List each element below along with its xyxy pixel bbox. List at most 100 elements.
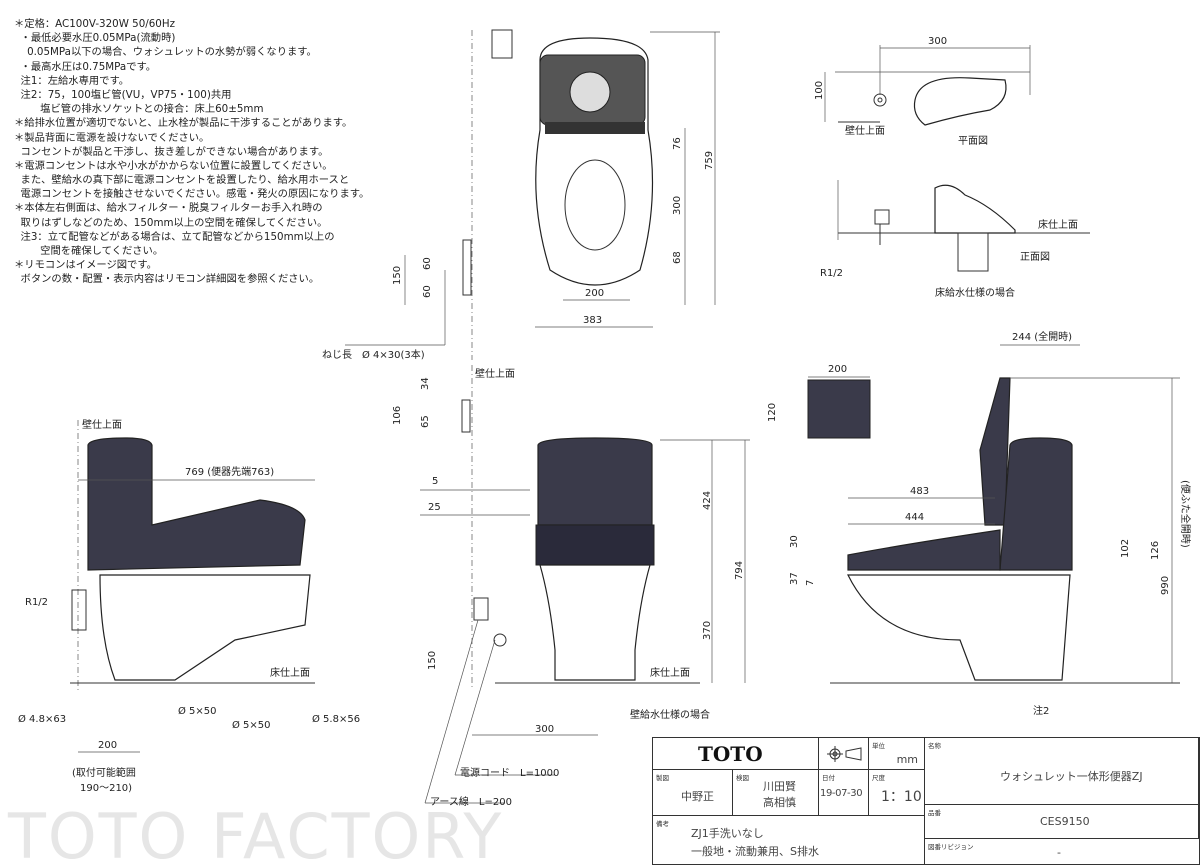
dim-794: 794 [734, 561, 745, 580]
right-side-view: 244 (全開時) 200 120 483 444 30 37 7 102 12… [767, 330, 1192, 717]
dim-424: 424 [702, 491, 713, 510]
checked-by-1: 川田賢 [763, 780, 796, 793]
top-view: 759 76 300 68 200 383 150 60 60 ねじ長 Ø 4×… [322, 29, 720, 361]
floor-label: 床仕上面 [1038, 218, 1078, 231]
checked-label: 検図 [736, 774, 749, 782]
dim-370: 370 [702, 621, 713, 640]
note-line: ＊本体左右側面は、給水フィルター・脱臭フィルターお手入れ時の [14, 202, 323, 215]
drawn-by: 中野正 [681, 790, 714, 803]
wall-supply-caption: 壁給水仕様の場合 [630, 708, 710, 721]
plan-view-title: 平面図 [958, 135, 988, 147]
dim-150-top: 150 [392, 266, 403, 285]
dim-126: 126 [1150, 541, 1161, 560]
dim-244: 244 (全開時) [1012, 330, 1072, 343]
floor-label-front: 床仕上面 [650, 666, 690, 679]
remarks-2: 一般地・流動兼用、S排水 [691, 845, 819, 858]
dim-102: 102 [1120, 539, 1131, 558]
date-value: 19-07-30 [820, 788, 863, 799]
revision-value: - [1057, 846, 1061, 859]
revision-label: 図番リビジョン [928, 843, 974, 851]
range-label-1: (取付可能範囲 [72, 766, 136, 779]
remarks-1: ZJ1手洗いなし [691, 827, 764, 840]
wall-label-left: 壁仕上面 [82, 418, 122, 431]
dim-7: 7 [805, 580, 816, 586]
date-label: 日付 [822, 774, 835, 782]
watermark: TOTO FACTORY [7, 800, 503, 864]
part-number: CES9150 [1040, 815, 1090, 828]
note-line: ＊定格：AC100V-320W 50/60Hz [14, 18, 175, 30]
logo-cell: TOTO [653, 738, 819, 770]
note-line: 空間を確保してください。 [14, 245, 164, 257]
checked-by-2: 高相慎 [763, 796, 796, 809]
dim-34: 34 [420, 377, 431, 390]
r12-label: R1/2 [820, 268, 843, 279]
hole-5x50-a: Ø 5×50 [178, 705, 217, 717]
earth-wire-label: アース線 L=200 [430, 795, 512, 808]
dim-106: 106 [392, 406, 403, 425]
note-line: ＊リモコンはイメージ図です。 [14, 259, 157, 272]
note-line: 0.05MPa以下の場合、ウォシュレットの水勢が弱くなります。 [14, 46, 317, 59]
drawn-label: 製図 [656, 774, 669, 782]
r12-left: R1/2 [25, 597, 48, 608]
notes-block: ＊定格：AC100V-320W 50/60Hz ・最低必要水圧0.05MPa(流… [14, 17, 369, 287]
note-line: 電源コンセントを接触させないでください。感電・発火の原因になります。 [14, 188, 370, 201]
dim-483: 483 [910, 486, 929, 497]
dim-300-top: 300 [672, 196, 683, 215]
left-side-view: 壁仕上面 769 (便器先端763) R1/2 床仕上面 Ø 4.8×63 Ø … [18, 418, 360, 794]
toto-logo: TOTO [698, 742, 763, 766]
note-line: ＊製品背面に電源を設けないでください。 [14, 131, 210, 144]
scale-label: 尺度 [872, 774, 885, 782]
dim-444: 444 [905, 512, 924, 523]
dim-25: 25 [428, 502, 441, 513]
wall-label: 壁仕上面 [845, 124, 885, 137]
hole-5.8x56: Ø 5.8×56 [312, 713, 360, 725]
note-line: ボタンの数・配置・表示内容はリモコン詳細図を参照ください。 [14, 273, 320, 286]
dim-37: 37 [789, 572, 800, 585]
dim-200-top: 200 [585, 288, 604, 299]
dim-300: 300 [928, 36, 947, 47]
dim-30: 30 [789, 535, 800, 548]
dim-150-front: 150 [427, 651, 438, 670]
hole-4.8x63: Ø 4.8×63 [18, 713, 66, 725]
note-line: 塩ビ管の排水ソケットとの接合：床上60±5mm [14, 103, 264, 116]
note-line: コンセントが製品と干渉し、抜き差しができない場合があります。 [14, 145, 329, 158]
floor-supply-caption: 床給水仕様の場合 [935, 286, 1015, 299]
dim-990: 990 [1160, 576, 1171, 595]
front-view-title: 正面図 [1020, 251, 1050, 263]
power-cord-label: 電源コード L=1000 [460, 766, 559, 779]
floor-supply-view: 床仕上面 正面図 R1/2 床給水仕様の場合 [820, 180, 1090, 299]
note-line: ・最高水圧は0.75MPaです。 [14, 60, 157, 73]
name-label: 名称 [928, 742, 941, 750]
note-line: ＊給排水位置が適切でないと、止水栓が製品に干渉することがあります。 [14, 117, 353, 130]
screw-label: ねじ長 Ø 4×30(3本) [322, 348, 425, 361]
dim-5: 5 [432, 476, 438, 487]
dim-200-left: 200 [98, 740, 117, 751]
note2-label: 注2 [1033, 704, 1049, 717]
dim-76: 76 [672, 137, 683, 150]
dim-300-front: 300 [535, 724, 554, 735]
note-line: 注3：立て配管などがある場合は、立て配管などから150mm以上の [14, 230, 335, 243]
note-line: 注1：左給水専用です。 [14, 74, 130, 87]
lid-open-label: (便ふた全開時) [1179, 480, 1192, 548]
note-line: また、壁給水の真下部に電源コンセントを設置したり、給水用ホースと [14, 174, 350, 187]
dim-68: 68 [672, 251, 683, 264]
wall-label-front: 壁仕上面 [475, 367, 515, 380]
unit-label: 単位 [872, 742, 885, 750]
dim-200-right: 200 [828, 364, 847, 375]
dim-120: 120 [767, 403, 778, 422]
third-angle-projection-icon [827, 746, 862, 762]
note-line: ・最低必要水圧0.05MPa(流動時) [14, 32, 176, 45]
unit-value: mm [896, 753, 918, 766]
projection-symbol [819, 738, 869, 770]
hole-5x50-b: Ø 5×50 [232, 719, 271, 731]
part-label: 品番 [928, 809, 941, 817]
remarks-label: 備考 [656, 820, 669, 828]
product-name: ウォシュレット一体形便器ZJ [1000, 770, 1143, 783]
plan-view: 300 100 壁仕上面 平面図 [814, 36, 1031, 147]
note-line: 注2：75，100塩ビ管(VU，VP75・100)共用 [14, 88, 232, 101]
dim-769: 769 (便器先端763) [185, 465, 274, 478]
front-view: 壁仕上面 34 106 65 5 25 424 794 370 150 300 … [392, 365, 750, 808]
note-line: 取りはずしなどのため、150mm以上の空間を確保してください。 [14, 216, 328, 229]
title-block: TOTO 単位 mm 名称ウォシュレット一体形便器ZJ 製図中野正 検図川田賢高相… [652, 737, 1200, 865]
